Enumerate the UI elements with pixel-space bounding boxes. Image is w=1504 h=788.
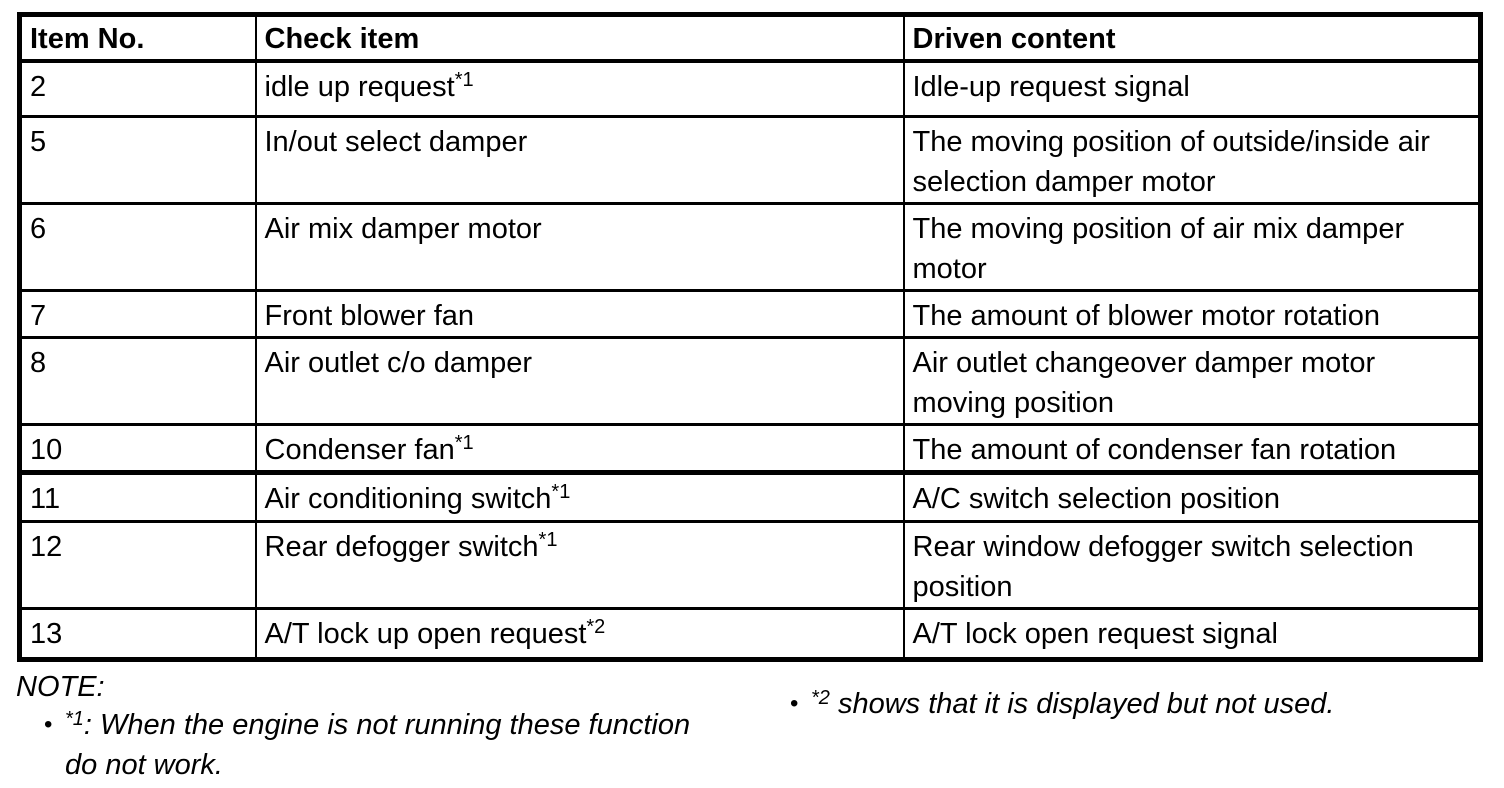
- footnote-marker: *1: [454, 69, 474, 91]
- check-item-text: In/out select damper: [264, 125, 528, 158]
- footnote-marker: *2: [811, 687, 830, 709]
- table-row: 10 Condenser fan*1 The amount of condens…: [18, 422, 1482, 474]
- table-row: 7 Front blower fan The amount of blower …: [18, 288, 1482, 339]
- table-row: 5 In/out select damper The moving positi…: [18, 114, 1482, 205]
- table-row: 12 Rear defogger switch*1 Rear window de…: [18, 519, 1482, 610]
- check-item-text: A/T lock up open request: [264, 617, 587, 650]
- driven-content-cell: Idle-up request signal: [902, 59, 1482, 118]
- footnote-marker: *1: [538, 528, 558, 551]
- check-item-text: Air mix damper motor: [264, 212, 542, 245]
- footnote-1: • *1: When the engine is not running the…: [44, 705, 716, 785]
- check-item-cell: Rear defogger switch*1: [254, 519, 905, 610]
- check-item-text: Front blower fan: [264, 299, 475, 332]
- footnote-marker: *1: [551, 480, 571, 503]
- column-header-check-item: Check item: [254, 13, 905, 63]
- item-no-cell: 10: [18, 422, 257, 474]
- check-item-cell: A/T lock up open request*2: [254, 606, 905, 661]
- item-no-cell: 5: [18, 114, 257, 205]
- check-item-text: Condenser fan: [264, 433, 455, 466]
- driven-content-cell: A/T lock open request signal: [902, 606, 1482, 661]
- check-item-cell: Air mix damper motor: [254, 201, 905, 292]
- driven-content-cell: The amount of condenser fan rotation: [902, 422, 1482, 474]
- footnote-body: : When the engine is not running these f…: [65, 709, 691, 781]
- check-item-text: Air conditioning switch: [264, 482, 552, 515]
- bullet-icon: •: [44, 711, 53, 738]
- driven-content-cell: Air outlet changeover damper motor movin…: [902, 335, 1482, 426]
- driven-content-cell: A/C switch selection position: [902, 469, 1482, 523]
- check-item-cell: idle up request*1: [254, 59, 905, 118]
- check-item-text: Air outlet c/o damper: [264, 346, 533, 379]
- driven-content-cell: The amount of blower motor rotation: [902, 288, 1482, 339]
- item-no-cell: 12: [18, 519, 257, 610]
- footnote-marker: *2: [586, 615, 606, 638]
- item-no-cell: 2: [18, 59, 257, 118]
- item-no-cell: 8: [18, 335, 257, 426]
- item-no-cell: 6: [18, 201, 257, 292]
- bullet-icon: •: [790, 690, 799, 717]
- footnote-1-text: *1: When the engine is not running these…: [65, 705, 716, 785]
- footnote-2: • *2 shows that it is displayed but not …: [790, 684, 1490, 724]
- footnote-marker: *1: [65, 708, 84, 730]
- check-item-cell: In/out select damper: [254, 114, 905, 205]
- footnote-body: shows that it is displayed but not used.: [829, 688, 1335, 720]
- driven-content-cell: The moving position of air mix damper mo…: [902, 201, 1482, 292]
- driven-content-cell: Rear window defogger switch selection po…: [902, 519, 1482, 610]
- footnote-marker: *1: [454, 431, 474, 454]
- column-header-item-no: Item No.: [18, 13, 257, 63]
- check-item-table: Item No. Check item Driven content 2 idl…: [17, 12, 1483, 662]
- check-item-cell: Air outlet c/o damper: [254, 335, 905, 426]
- driven-content-cell: The moving position of outside/inside ai…: [902, 114, 1482, 205]
- item-no-cell: 7: [18, 288, 257, 339]
- table-row: 6 Air mix damper motor The moving positi…: [18, 201, 1482, 292]
- check-item-cell: Air conditioning switch*1: [254, 469, 905, 523]
- table-row: 13 A/T lock up open request*2 A/T lock o…: [18, 606, 1482, 661]
- table-header-row: Item No. Check item Driven content: [18, 13, 1482, 63]
- footnote-2-text: *2 shows that it is displayed but not us…: [811, 684, 1334, 724]
- item-no-cell: 11: [18, 469, 257, 523]
- check-item-text: Rear defogger switch: [264, 530, 539, 563]
- note-heading: NOTE:: [16, 671, 105, 703]
- check-item-text: idle up request: [264, 71, 455, 103]
- table-row: 8 Air outlet c/o damper Air outlet chang…: [18, 335, 1482, 426]
- table-row: 2 idle up request*1 Idle-up request sign…: [18, 59, 1482, 118]
- table-row: 11 Air conditioning switch*1 A/C switch …: [18, 469, 1482, 523]
- check-item-cell: Front blower fan: [254, 288, 905, 339]
- check-item-cell: Condenser fan*1: [254, 422, 905, 474]
- item-no-cell: 13: [18, 606, 257, 661]
- column-header-driven-content: Driven content: [902, 13, 1482, 63]
